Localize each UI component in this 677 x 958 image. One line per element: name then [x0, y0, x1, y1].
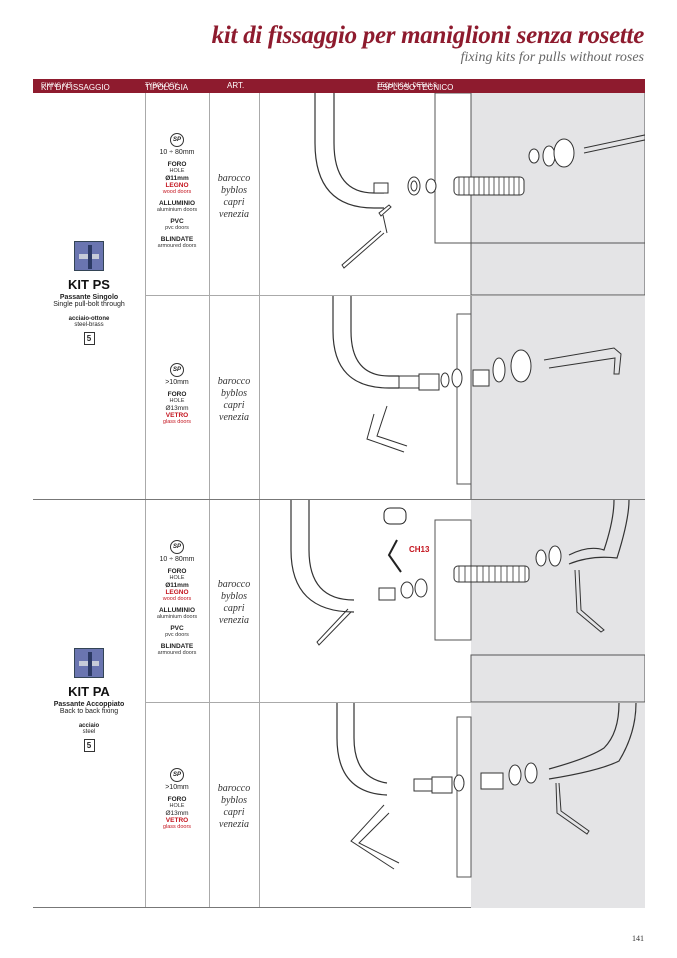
pack-quantity-badge: 5	[83, 332, 95, 345]
page-number: 141	[632, 934, 644, 943]
kit-table: KIT PS Passante Singolo Single pull-bolt…	[33, 93, 645, 908]
sp-thickness-icon: SP	[170, 540, 184, 554]
kit-name: KIT PS	[68, 277, 110, 292]
pack-quantity-badge: 5	[83, 739, 95, 752]
technical-drawing-ps-1	[259, 93, 645, 295]
typology-cell: SP 10 ÷ 80mm FORO HOLE Ø11mm LEGNO wood …	[145, 133, 209, 250]
sp-thickness-icon: SP	[170, 363, 184, 377]
typology-cell: SP >10mm FORO HOLE Ø13mm VETRO glass doo…	[145, 768, 209, 831]
kit-pa-thumbnail-icon	[74, 648, 104, 678]
header-art: ART.	[227, 81, 245, 90]
sp-thickness-icon: SP	[170, 133, 184, 147]
kit-name: KIT PA	[68, 684, 110, 699]
kit-ps-thumbnail-icon	[74, 241, 104, 271]
wrench-size-label: CH13	[409, 545, 430, 554]
kit-pa-cell: KIT PA Passante Accoppiato Back to back …	[33, 648, 145, 752]
typology-cell: SP 10 ÷ 80mm FORO HOLE Ø11mm LEGNO wood …	[145, 540, 209, 657]
kit-ps-cell: KIT PS Passante Singolo Single pull-bolt…	[33, 241, 145, 345]
page-title: kit di fissaggio per maniglioni senza ro…	[211, 22, 645, 49]
table-header: KIT DI FISSAGGIO FIXING KIT TIPOLOGIA TY…	[33, 79, 645, 93]
technical-drawing-ps-2	[259, 296, 645, 499]
typology-cell: SP >10mm FORO HOLE Ø13mm VETRO glass doo…	[145, 363, 209, 426]
technical-drawing-pa-1: CH13	[259, 500, 645, 702]
page-subtitle: fixing kits for pulls without roses	[460, 50, 644, 65]
sp-thickness-icon: SP	[170, 768, 184, 782]
technical-drawing-pa-2	[259, 703, 645, 908]
